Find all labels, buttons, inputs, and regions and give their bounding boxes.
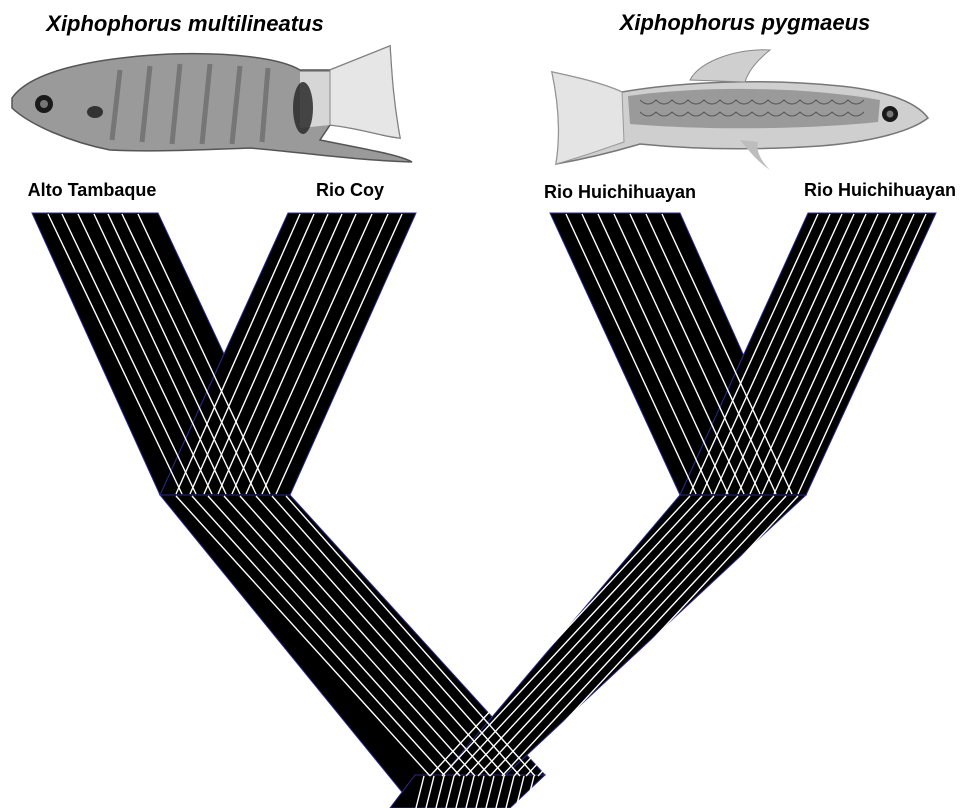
- lineage-pygmaeus-stem: [502, 496, 762, 776]
- lineage-pygmaeus-stem: [442, 496, 702, 776]
- species-title-multilineatus: Xiphophorus multilineatus: [44, 11, 323, 36]
- population-label-rio-huichihuayan-right: Rio Huichihuayan: [804, 180, 956, 200]
- species-title-pygmaeus: Xiphophorus pygmaeus: [618, 10, 871, 35]
- fish-photo-multilineatus-icon: [12, 46, 412, 162]
- lineage-pygmaeus-stem: [490, 496, 750, 776]
- population-label-rio-huichihuayan-left: Rio Huichihuayan: [544, 182, 696, 202]
- lineage-multilineatus-stem: [224, 496, 475, 776]
- population-label-alto-tambaque: Alto Tambaque: [28, 180, 157, 200]
- lineage-pygmaeus-stem: [478, 496, 738, 776]
- lineage-pygmaeus-stem: [454, 496, 714, 776]
- population-label-rio-coy: Rio Coy: [316, 180, 384, 200]
- fish-photo-pygmaeus-icon: [552, 50, 928, 170]
- lineage-multilineatus-stem: [208, 496, 460, 776]
- branch-pygmaeus-stem: [415, 495, 806, 808]
- lineage-pygmaeus-stem: [466, 496, 726, 776]
